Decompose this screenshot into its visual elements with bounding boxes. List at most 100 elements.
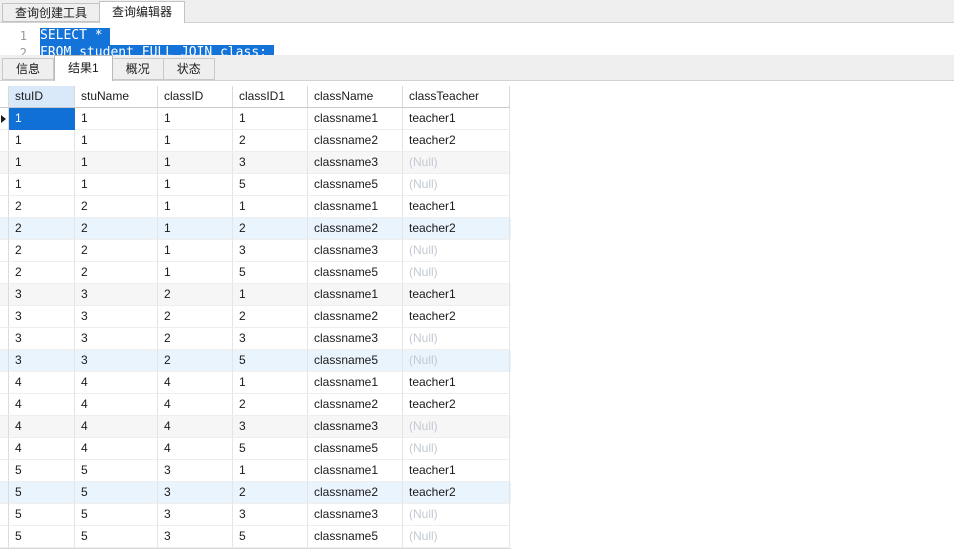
row-marker-cell[interactable] bbox=[0, 526, 9, 548]
grid-cell[interactable]: classname1 bbox=[308, 108, 403, 130]
grid-cell[interactable]: classname3 bbox=[308, 416, 403, 438]
grid-cell[interactable]: (Null) bbox=[403, 526, 510, 548]
sql-editor[interactable]: 1 SELECT * 2 FROM student FULL JOIN clas… bbox=[0, 23, 954, 55]
row-marker-cell[interactable] bbox=[0, 284, 9, 306]
grid-cell[interactable]: 4 bbox=[158, 394, 233, 416]
grid-cell[interactable]: 1 bbox=[9, 152, 75, 174]
grid-cell[interactable]: 3 bbox=[75, 284, 158, 306]
grid-cell[interactable]: 5 bbox=[9, 504, 75, 526]
grid-cell[interactable]: classname2 bbox=[308, 306, 403, 328]
grid-cell[interactable]: 1 bbox=[158, 130, 233, 152]
grid-cell[interactable]: 1 bbox=[158, 196, 233, 218]
grid-cell[interactable]: classname1 bbox=[308, 196, 403, 218]
row-marker-cell[interactable] bbox=[0, 482, 9, 504]
grid-cell[interactable]: 3 bbox=[9, 306, 75, 328]
grid-cell[interactable]: 2 bbox=[158, 306, 233, 328]
grid-cell[interactable]: 1 bbox=[9, 130, 75, 152]
grid-cell[interactable]: 3 bbox=[75, 328, 158, 350]
row-marker-cell[interactable] bbox=[0, 108, 9, 130]
grid-cell[interactable]: 5 bbox=[75, 526, 158, 548]
grid-cell[interactable]: 3 bbox=[158, 526, 233, 548]
grid-cell[interactable]: 1 bbox=[233, 196, 308, 218]
row-marker-cell[interactable] bbox=[0, 394, 9, 416]
grid-cell[interactable]: 2 bbox=[158, 284, 233, 306]
tab-query-builder[interactable]: 查询创建工具 bbox=[2, 3, 100, 22]
grid-cell[interactable]: 2 bbox=[233, 482, 308, 504]
grid-cell[interactable]: 2 bbox=[158, 328, 233, 350]
grid-cell[interactable]: (Null) bbox=[403, 240, 510, 262]
grid-cell[interactable]: 2 bbox=[75, 240, 158, 262]
grid-cell[interactable]: classname2 bbox=[308, 218, 403, 240]
grid-cell[interactable]: 1 bbox=[75, 108, 158, 130]
row-marker-cell[interactable] bbox=[0, 218, 9, 240]
grid-cell[interactable]: teacher2 bbox=[403, 306, 510, 328]
grid-cell[interactable]: 3 bbox=[9, 350, 75, 372]
grid-cell[interactable]: (Null) bbox=[403, 262, 510, 284]
grid-cell[interactable]: classname3 bbox=[308, 152, 403, 174]
grid-cell[interactable]: 5 bbox=[75, 482, 158, 504]
grid-cell[interactable]: 3 bbox=[233, 240, 308, 262]
grid-cell[interactable]: 5 bbox=[233, 174, 308, 196]
grid-cell[interactable]: 1 bbox=[158, 108, 233, 130]
grid-cell[interactable]: 1 bbox=[158, 174, 233, 196]
tab-result1[interactable]: 结果1 bbox=[54, 55, 113, 81]
grid-cell[interactable]: 3 bbox=[158, 504, 233, 526]
grid-cell[interactable]: classname1 bbox=[308, 284, 403, 306]
grid-cell[interactable]: 3 bbox=[233, 504, 308, 526]
tab-profile[interactable]: 概况 bbox=[112, 58, 164, 80]
tab-query-editor[interactable]: 查询编辑器 bbox=[99, 1, 186, 23]
grid-cell[interactable]: 1 bbox=[75, 174, 158, 196]
grid-cell[interactable]: (Null) bbox=[403, 504, 510, 526]
grid-cell[interactable]: 1 bbox=[158, 152, 233, 174]
grid-cell[interactable]: teacher1 bbox=[403, 372, 510, 394]
grid-cell[interactable]: 5 bbox=[233, 350, 308, 372]
grid-cell[interactable]: (Null) bbox=[403, 174, 510, 196]
grid-cell[interactable]: teacher1 bbox=[403, 284, 510, 306]
column-header-classID[interactable]: classID bbox=[158, 86, 233, 108]
row-marker-cell[interactable] bbox=[0, 416, 9, 438]
grid-cell[interactable]: classname2 bbox=[308, 394, 403, 416]
grid-cell[interactable]: classname1 bbox=[308, 460, 403, 482]
row-marker-cell[interactable] bbox=[0, 174, 9, 196]
column-header-className[interactable]: className bbox=[308, 86, 403, 108]
grid-cell[interactable]: classname2 bbox=[308, 130, 403, 152]
grid-cell[interactable]: (Null) bbox=[403, 438, 510, 460]
grid-cell[interactable]: 2 bbox=[75, 196, 158, 218]
editor-line[interactable]: 2 FROM student FULL JOIN class; bbox=[0, 45, 954, 55]
grid-cell[interactable]: 1 bbox=[233, 108, 308, 130]
row-marker-cell[interactable] bbox=[0, 372, 9, 394]
grid-cell[interactable]: 3 bbox=[233, 152, 308, 174]
grid-cell[interactable]: 4 bbox=[158, 416, 233, 438]
grid-cell[interactable]: 5 bbox=[9, 460, 75, 482]
grid-cell[interactable]: 3 bbox=[233, 416, 308, 438]
grid-cell[interactable]: 2 bbox=[75, 218, 158, 240]
grid-cell[interactable]: (Null) bbox=[403, 350, 510, 372]
editor-line[interactable]: 1 SELECT * bbox=[0, 28, 954, 45]
column-header-stuID[interactable]: stuID bbox=[9, 86, 75, 108]
grid-cell[interactable]: teacher2 bbox=[403, 218, 510, 240]
grid-cell[interactable]: (Null) bbox=[403, 152, 510, 174]
grid-cell[interactable]: 1 bbox=[158, 240, 233, 262]
grid-cell[interactable]: 4 bbox=[158, 372, 233, 394]
row-marker-cell[interactable] bbox=[0, 328, 9, 350]
grid-cell[interactable]: 2 bbox=[9, 218, 75, 240]
grid-cell[interactable]: (Null) bbox=[403, 416, 510, 438]
grid-cell[interactable]: 4 bbox=[9, 438, 75, 460]
grid-cell[interactable]: 5 bbox=[75, 504, 158, 526]
grid-cell[interactable]: 5 bbox=[233, 526, 308, 548]
grid-cell[interactable]: 2 bbox=[9, 262, 75, 284]
row-marker-cell[interactable] bbox=[0, 152, 9, 174]
grid-cell[interactable]: 2 bbox=[9, 240, 75, 262]
grid-cell[interactable]: classname5 bbox=[308, 350, 403, 372]
grid-cell[interactable]: 4 bbox=[9, 394, 75, 416]
grid-cell[interactable]: 1 bbox=[9, 108, 75, 130]
grid-cell[interactable]: classname3 bbox=[308, 504, 403, 526]
row-marker-cell[interactable] bbox=[0, 240, 9, 262]
grid-cell[interactable]: classname3 bbox=[308, 328, 403, 350]
grid-cell[interactable]: 5 bbox=[233, 262, 308, 284]
grid-cell[interactable]: 4 bbox=[9, 416, 75, 438]
grid-cell[interactable]: 1 bbox=[158, 218, 233, 240]
grid-cell[interactable]: classname3 bbox=[308, 240, 403, 262]
grid-cell[interactable]: teacher2 bbox=[403, 482, 510, 504]
grid-cell[interactable]: 5 bbox=[233, 438, 308, 460]
